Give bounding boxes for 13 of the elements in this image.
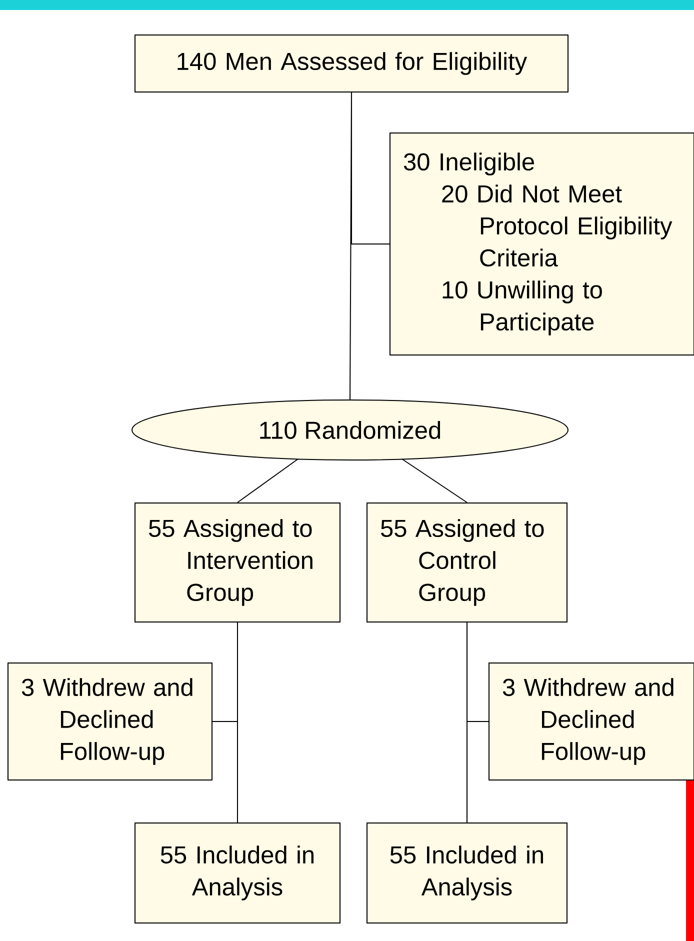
flow-box: 30 Ineligible 20 Did Not Meet Protocol Eligibility Criteria 10 Unwilling to Participate (390, 132, 694, 356)
flow-box: 3 Withdrew and Declined Follow-up (488, 662, 694, 780)
connector-line (402, 458, 468, 503)
flow-box: 55 Assigned to Intervention Group (134, 502, 340, 622)
flow-box: 3 Withdrew and Declined Follow-up (8, 662, 212, 780)
flow-box: 55 Included in Analysis (366, 822, 568, 924)
connector-line (237, 458, 298, 503)
flow-box: 140 Men Assessed for Eligibility (134, 34, 568, 92)
flow-box: 55 Included in Analysis (134, 822, 340, 924)
flow-box: 55 Assigned to Control Group (366, 502, 568, 622)
connector-line (351, 92, 390, 244)
connector-line (466, 622, 490, 722)
connector-line (212, 622, 238, 722)
